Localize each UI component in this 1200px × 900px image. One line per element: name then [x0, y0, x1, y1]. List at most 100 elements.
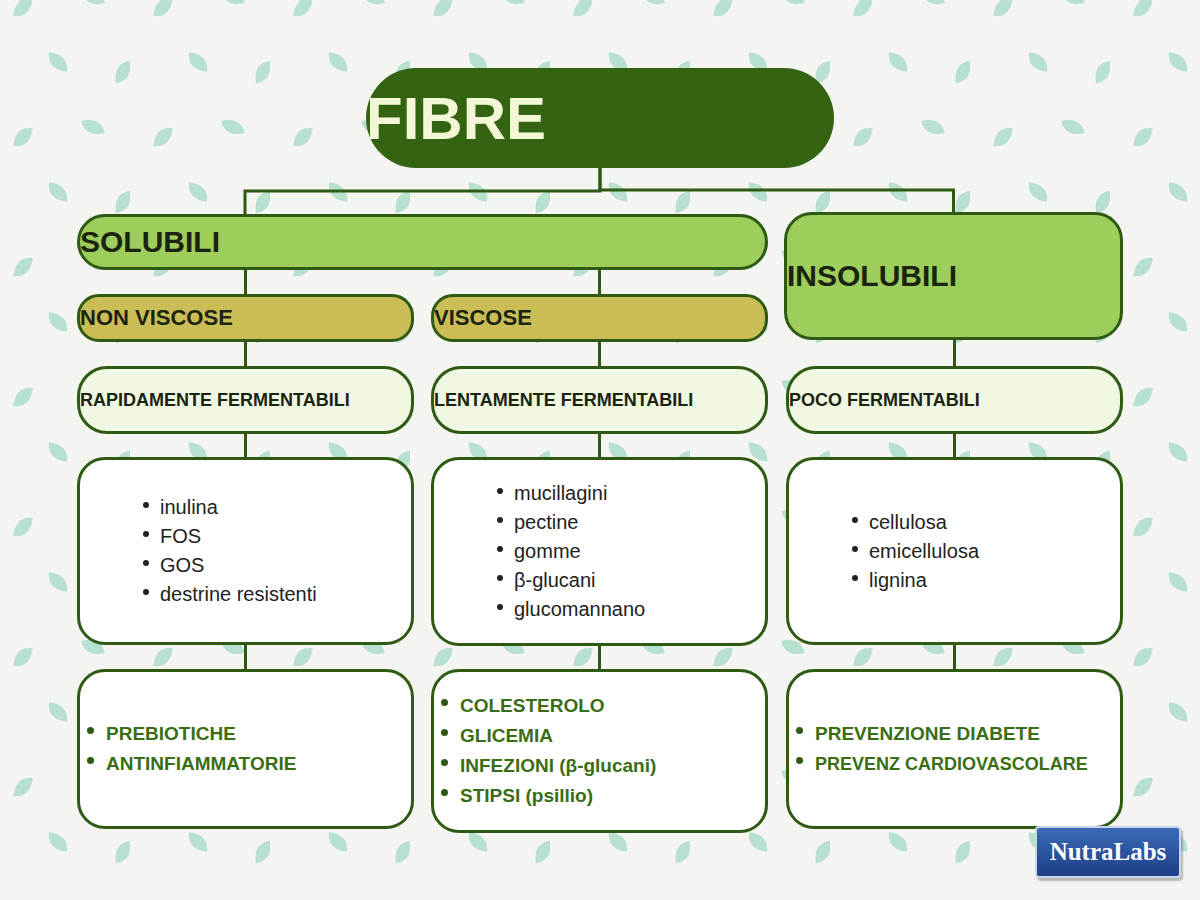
- list-text: glucomannano: [514, 595, 645, 624]
- bullet-dot: [796, 727, 803, 734]
- bullet-dot: [497, 575, 503, 581]
- text-row: FIBRE: [366, 84, 834, 153]
- logo-text: NutraLabs: [1050, 838, 1167, 866]
- text-row: SOLUBILI: [80, 225, 765, 259]
- box-content: mucillaginipectinegommeβ-glucaniglucoman…: [434, 465, 765, 638]
- bullet-dot: [143, 560, 149, 566]
- box-content: RAPIDAMENTE FERMENTABILI: [80, 390, 411, 411]
- tree-connector: [598, 646, 601, 669]
- list-item: emicellulosa: [869, 537, 1108, 566]
- fermentability-box: RAPIDAMENTE FERMENTABILI: [77, 366, 414, 434]
- tree-connector: [953, 645, 956, 669]
- list-text: pectine: [514, 508, 579, 537]
- tree-connector: [598, 342, 601, 366]
- list-item: cellulosa: [869, 508, 1108, 537]
- list-item: PREBIOTICHE: [106, 719, 401, 749]
- bullet-dot: [441, 699, 448, 706]
- examples-box: cellulosaemicellulosalignina: [786, 457, 1123, 645]
- box-content: PREVENZIONE DIABETEPREVENZ CARDIOVASCOLA…: [789, 705, 1120, 793]
- text-row: POCO FERMENTABILI: [789, 390, 1120, 411]
- effects-box: PREBIOTICHEANTINFIAMMATORIE: [77, 669, 414, 829]
- text-row: LENTAMENTE FERMENTABILI: [434, 390, 765, 411]
- bullet-dot: [796, 757, 803, 764]
- bullet-dot: [852, 517, 858, 523]
- examples-box: inulinaFOSGOSdestrine resistenti: [77, 457, 414, 645]
- list-text: PREVENZ CARDIOVASCOLARE: [815, 749, 1088, 779]
- list-text: lignina: [869, 566, 927, 595]
- title-box: FIBRE: [366, 68, 834, 168]
- bullet-dot: [497, 604, 503, 610]
- box-content: SOLUBILI: [80, 225, 765, 259]
- tree-connector: [244, 434, 247, 457]
- box-content: LENTAMENTE FERMENTABILI: [434, 390, 765, 411]
- box-content: COLESTEROLOGLICEMIAINFEZIONI (β-glucani)…: [434, 677, 765, 825]
- list-item: mucillagini: [514, 479, 753, 508]
- effects-box: COLESTEROLOGLICEMIAINFEZIONI (β-glucani)…: [431, 669, 768, 833]
- text-row: NON VISCOSE: [80, 305, 411, 331]
- list-item: glucomannano: [514, 595, 753, 624]
- list-text: ANTINFIAMMATORIE: [106, 749, 296, 779]
- tree-connector: [598, 434, 601, 457]
- box-content: inulinaFOSGOSdestrine resistenti: [80, 479, 411, 623]
- examples-box: mucillaginipectinegommeβ-glucaniglucoman…: [431, 457, 768, 646]
- list-item: β-glucani: [514, 566, 753, 595]
- list-item: GOS: [160, 551, 399, 580]
- box-label: FIBRE: [366, 85, 546, 152]
- bullet-dot: [497, 546, 503, 552]
- list-item: FOS: [160, 522, 399, 551]
- list-text: mucillagini: [514, 479, 607, 508]
- tree-connector: [244, 645, 247, 669]
- box-label: SOLUBILI: [80, 225, 220, 258]
- tree-connector: [600, 168, 954, 212]
- bullet-dot: [497, 488, 503, 494]
- list-item: PREVENZ CARDIOVASCOLARE: [815, 749, 1110, 779]
- box-content: NON VISCOSE: [80, 305, 411, 331]
- list-text: GOS: [160, 551, 204, 580]
- list-text: PREBIOTICHE: [106, 719, 236, 749]
- box-label: LENTAMENTE FERMENTABILI: [434, 390, 693, 410]
- list-text: destrine resistenti: [160, 580, 317, 609]
- list-item: STIPSI (psillio): [460, 781, 755, 811]
- text-row: VISCOSE: [434, 305, 765, 331]
- tree-connector: [953, 340, 956, 366]
- brand-logo: NutraLabs: [1035, 826, 1181, 878]
- box-label: INSOLUBILI: [787, 259, 957, 292]
- list-item: lignina: [869, 566, 1108, 595]
- list-text: β-glucani: [514, 566, 596, 595]
- box-label: VISCOSE: [434, 305, 532, 330]
- list-item: pectine: [514, 508, 753, 537]
- effects-box: PREVENZIONE DIABETEPREVENZ CARDIOVASCOLA…: [786, 669, 1123, 829]
- category-box: INSOLUBILI: [784, 212, 1123, 340]
- box-content: PREBIOTICHEANTINFIAMMATORIE: [80, 705, 411, 793]
- list-text: COLESTEROLO: [460, 691, 605, 721]
- box-content: POCO FERMENTABILI: [789, 390, 1120, 411]
- list-item: gomme: [514, 537, 753, 566]
- list-text: STIPSI (psillio): [460, 781, 593, 811]
- box-label: NON VISCOSE: [80, 305, 233, 330]
- bullet-dot: [852, 575, 858, 581]
- bullet-dot: [87, 757, 94, 764]
- box-label: RAPIDAMENTE FERMENTABILI: [80, 390, 350, 410]
- box-content: VISCOSE: [434, 305, 765, 331]
- bullet-dot: [441, 759, 448, 766]
- list-text: gomme: [514, 537, 581, 566]
- list-text: cellulosa: [869, 508, 947, 537]
- bullet-dot: [852, 546, 858, 552]
- list-item: ANTINFIAMMATORIE: [106, 749, 401, 779]
- fermentability-box: POCO FERMENTABILI: [786, 366, 1123, 434]
- bullet-dot: [87, 727, 94, 734]
- list-item: GLICEMIA: [460, 721, 755, 751]
- category-box: SOLUBILI: [77, 214, 768, 270]
- text-row: INSOLUBILI: [787, 259, 1120, 293]
- list-item: INFEZIONI (β-glucani): [460, 751, 755, 781]
- tree-connector: [245, 168, 600, 214]
- subcategory-box: NON VISCOSE: [77, 294, 414, 342]
- bullet-dot: [441, 789, 448, 796]
- tree-connector: [244, 270, 247, 294]
- subcategory-box: VISCOSE: [431, 294, 768, 342]
- list-item: PREVENZIONE DIABETE: [815, 719, 1110, 749]
- list-text: INFEZIONI (β-glucani): [460, 751, 656, 781]
- list-item: inulina: [160, 493, 399, 522]
